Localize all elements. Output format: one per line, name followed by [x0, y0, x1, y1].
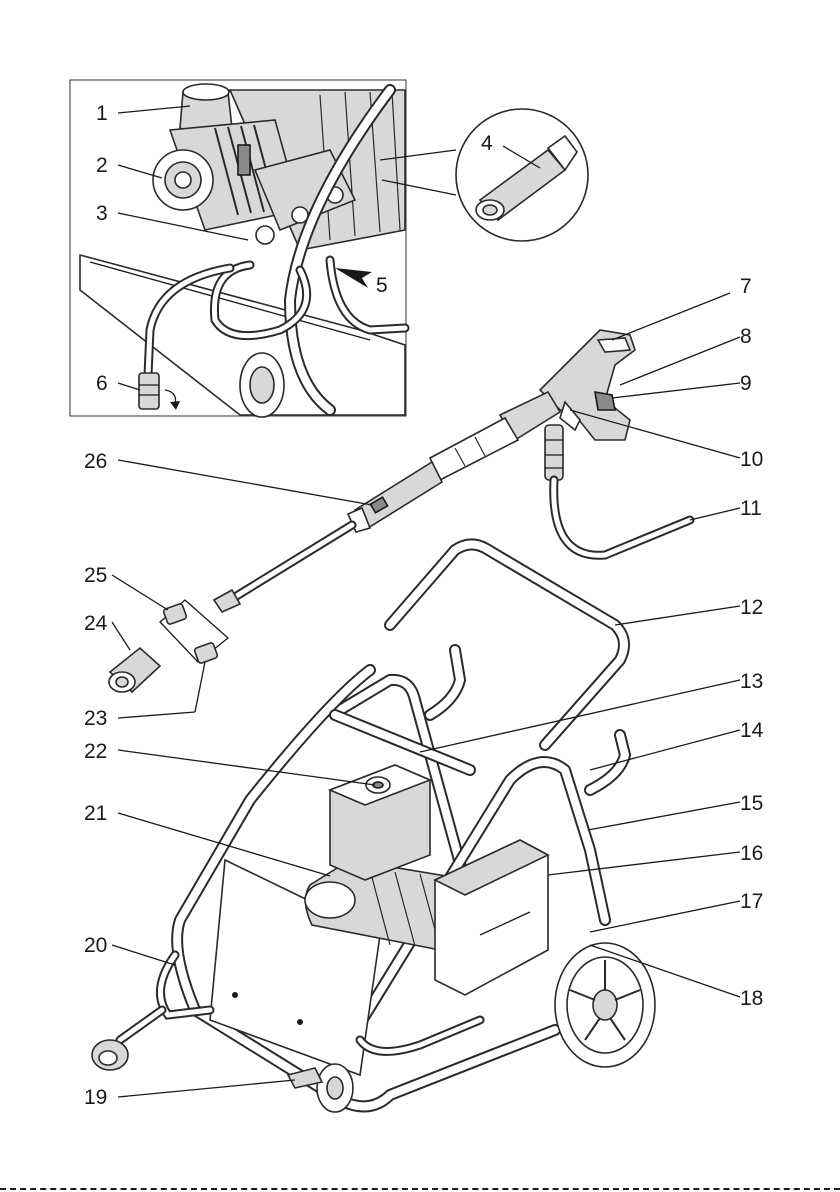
label-21: 21 — [84, 802, 107, 825]
label-25: 25 — [84, 564, 107, 587]
label-20: 20 — [84, 934, 107, 957]
page-bottom-dashed-line — [0, 1188, 840, 1190]
label-17: 17 — [740, 890, 763, 913]
label-14: 14 — [740, 719, 764, 742]
power-cable — [92, 955, 210, 1070]
label-5: 5 — [376, 274, 388, 297]
label-8: 8 — [740, 325, 752, 348]
label-4: 4 — [481, 132, 493, 155]
inset-pump-detail — [70, 80, 406, 417]
label-13: 13 — [740, 670, 763, 693]
label-3: 3 — [96, 202, 108, 225]
label-12: 12 — [740, 596, 763, 619]
spray-lance — [214, 392, 560, 612]
label-23: 23 — [84, 707, 107, 730]
label-2: 2 — [96, 154, 108, 177]
label-24: 24 — [84, 612, 108, 635]
label-9: 9 — [740, 372, 752, 395]
label-6: 6 — [96, 372, 108, 395]
label-18: 18 — [740, 987, 763, 1010]
high-pressure-hose — [554, 480, 690, 555]
filter-detail-circle — [380, 109, 588, 241]
label-15: 15 — [740, 792, 763, 815]
label-26: 26 — [84, 450, 107, 473]
label-19: 19 — [84, 1086, 107, 1109]
label-11: 11 — [740, 497, 762, 520]
label-16: 16 — [740, 842, 763, 865]
label-10: 10 — [740, 448, 763, 471]
label-1: 1 — [96, 102, 108, 125]
label-7: 7 — [740, 275, 752, 298]
label-22: 22 — [84, 740, 107, 763]
